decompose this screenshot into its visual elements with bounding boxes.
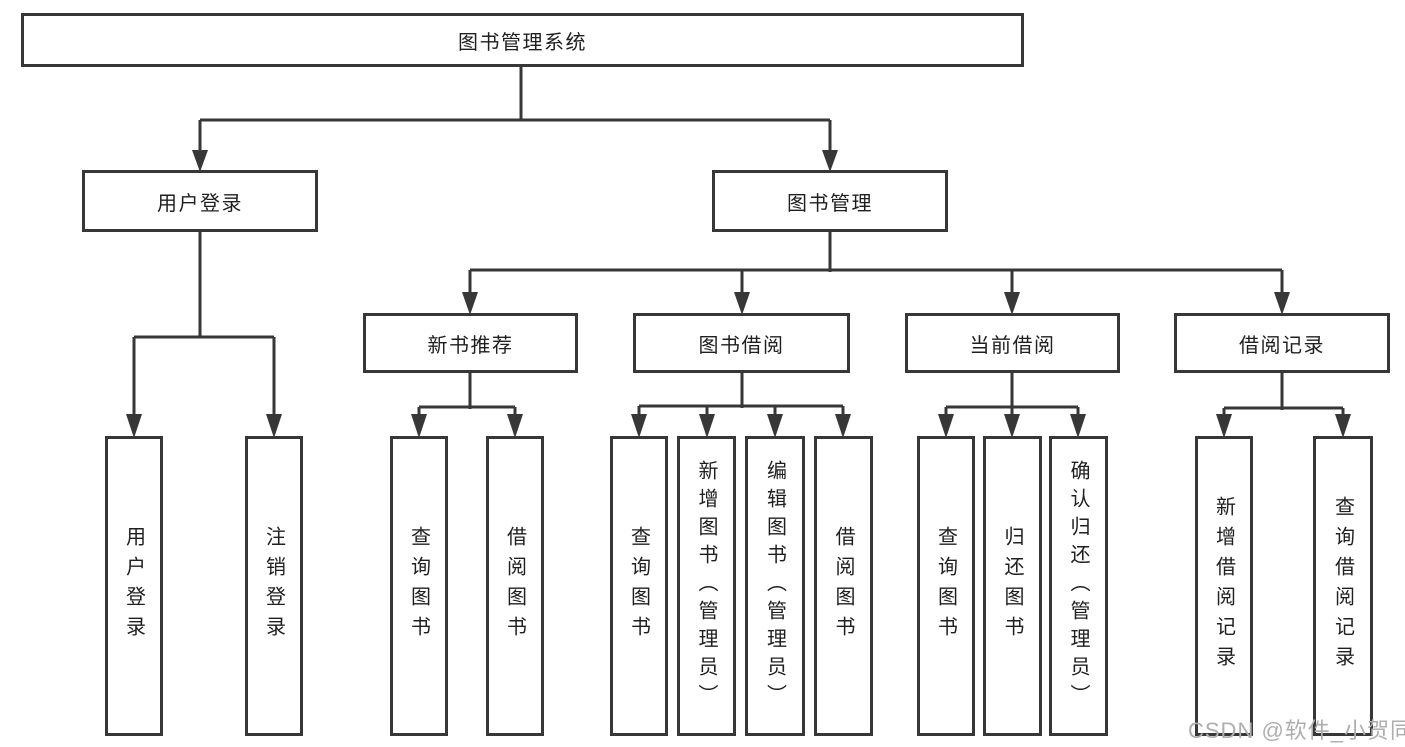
connector-book-management-children <box>462 232 1290 315</box>
connector-current-borrow-children <box>938 373 1086 438</box>
node-current-query-books: 查询图书 <box>917 436 975 736</box>
node-label: 查询借阅记录 <box>1331 496 1354 676</box>
node-book-management: 图书管理 <box>712 170 948 232</box>
connector-book-borrow-children <box>631 373 851 438</box>
node-borrow-edit-books-admin: 编辑图书（管理员） <box>745 436 805 736</box>
node-label: 用户登录 <box>122 526 145 646</box>
node-label: 确认归还（管理员） <box>1067 460 1089 712</box>
node-current-borrow: 当前借阅 <box>905 313 1120 373</box>
connector-borrow-record-children <box>1216 373 1351 438</box>
node-leaf-logout: 注销登录 <box>245 436 303 736</box>
connector-user-login-children <box>126 232 282 438</box>
connector-root-to-level2 <box>192 67 838 172</box>
node-label: 查询图书 <box>407 526 430 646</box>
node-label: 借阅图书 <box>503 526 526 646</box>
node-leaf-user-login: 用户登录 <box>105 436 163 736</box>
node-label: 借阅图书 <box>832 526 854 646</box>
node-book-borrow: 图书借阅 <box>633 313 850 373</box>
node-borrow-query-books: 查询图书 <box>610 436 668 736</box>
node-current-return-books: 归还图书 <box>983 436 1042 736</box>
node-label: 当前借阅 <box>969 334 1056 357</box>
node-label: 图书管理系统 <box>458 31 587 54</box>
node-label: 借阅记录 <box>1239 334 1325 357</box>
node-label: 用户登录 <box>157 192 243 215</box>
node-label: 编辑图书（管理员） <box>763 460 786 712</box>
node-label: 图书借阅 <box>698 334 785 357</box>
node-borrow-borrow-books: 借阅图书 <box>814 436 873 736</box>
node-label: 新增图书（管理员） <box>695 460 717 712</box>
node-label: 新增借阅记录 <box>1212 496 1235 676</box>
node-borrow-add-books-admin: 新增图书（管理员） <box>677 436 736 736</box>
node-label: 归还图书 <box>1001 526 1023 646</box>
csdn-watermark: CSDN @软件_小贺同学 <box>1188 718 1405 743</box>
node-new-book-recommend: 新书推荐 <box>363 313 578 373</box>
node-recommend-borrow-books: 借阅图书 <box>486 436 544 736</box>
node-label: 新书推荐 <box>427 334 514 357</box>
node-book-management-system: 图书管理系统 <box>21 13 1024 67</box>
connector-new-book-recommend-children <box>411 373 523 438</box>
node-label: 注销登录 <box>262 526 285 646</box>
node-record-add-borrow-record: 新增借阅记录 <box>1195 436 1253 736</box>
node-label: 查询图书 <box>934 526 957 646</box>
node-current-confirm-return-admin: 确认归还（管理员） <box>1049 436 1108 736</box>
node-recommend-query-books: 查询图书 <box>390 436 448 736</box>
node-label: 查询图书 <box>627 526 650 646</box>
node-borrow-record: 借阅记录 <box>1174 313 1390 373</box>
node-label: 图书管理 <box>787 192 873 215</box>
node-user-login: 用户登录 <box>82 170 318 232</box>
node-record-query-borrow-record: 查询借阅记录 <box>1313 436 1373 736</box>
